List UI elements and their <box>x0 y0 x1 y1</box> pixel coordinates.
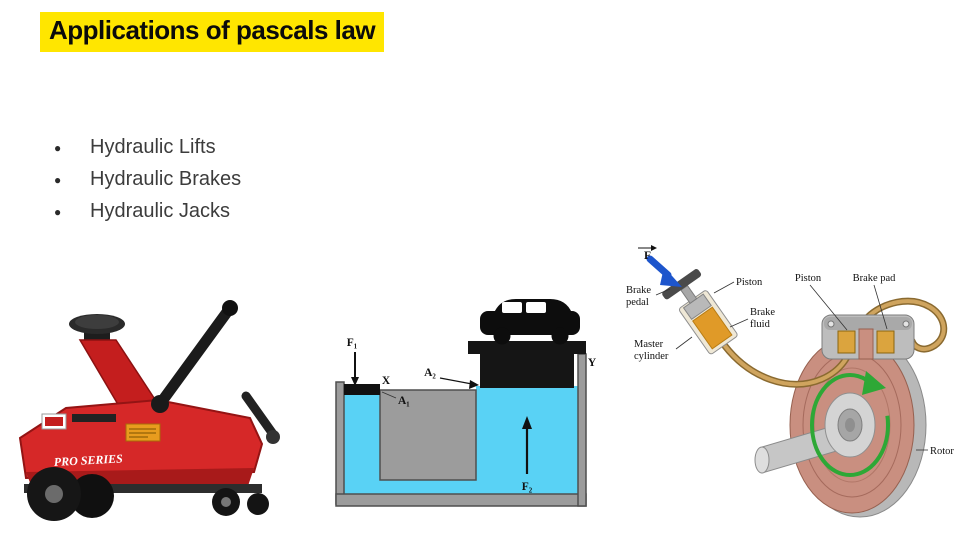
car-icon <box>480 299 580 345</box>
slide-title: Applications of pascals law <box>40 12 385 52</box>
label-a1: A₁ <box>398 395 410 407</box>
axle-shaft <box>754 392 876 474</box>
label-master-cylinder-1: Master <box>634 339 664 350</box>
label-brake-fluid-1: Brake <box>750 307 775 318</box>
bullet-text: Hydraulic Jacks <box>90 200 231 222</box>
hydraulic-lift-diagram: F₁ X A₁ A₂ Y F₂ <box>322 296 608 524</box>
large-piston <box>468 341 586 388</box>
label-f2: F₂ <box>522 481 533 493</box>
bullet-text: Hydraulic Lifts <box>90 136 216 158</box>
label-brake-fluid-2: fluid <box>750 319 771 330</box>
brake-pad-right <box>876 330 895 354</box>
master-cylinder <box>662 269 738 355</box>
label-force: F <box>644 250 651 262</box>
label-brake-pedal-2: pedal <box>626 297 649 308</box>
label-master-cylinder-2: cylinder <box>634 351 669 362</box>
brake-annotations: F Brake pedal Piston Brake fluid Master … <box>626 245 954 457</box>
rotor-between-pads <box>858 328 874 360</box>
jack-label: PRO SERIES <box>53 451 123 469</box>
brake-pad-left <box>837 330 856 354</box>
label-y: Y <box>588 357 597 369</box>
bullet-item: Hydraulic Jacks <box>52 195 241 228</box>
jack-wheels <box>27 467 269 521</box>
disc-brake-diagram: F Brake pedal Piston Brake fluid Master … <box>610 243 960 535</box>
lift-annotations: F₁ X A₁ A₂ Y F₂ <box>347 337 597 493</box>
label-rotor: Rotor <box>930 446 954 457</box>
hydraulic-jack-image: PRO SERIES <box>8 296 296 528</box>
force-arrow-icon <box>646 255 682 287</box>
label-brake-pad: Brake pad <box>853 273 897 284</box>
label-brake-pedal-1: Brake <box>626 285 651 296</box>
rotation-arrow-icon <box>810 371 890 477</box>
lift-fluid <box>344 386 578 498</box>
label-x: X <box>382 375 391 387</box>
label-piston-master: Piston <box>736 277 763 288</box>
label-piston-caliper: Piston <box>795 273 822 284</box>
bullet-text: Hydraulic Brakes <box>90 168 242 190</box>
jack-body: PRO SERIES <box>18 395 264 493</box>
brake-line <box>721 297 948 388</box>
bullet-item: Hydraulic Lifts <box>52 131 241 164</box>
bullet-list: Hydraulic Lifts Hydraulic Brakes Hydraul… <box>52 131 242 228</box>
bullet-item: Hydraulic Brakes <box>52 163 242 196</box>
label-f1: F₁ <box>347 337 357 349</box>
label-a2: A₂ <box>424 367 436 379</box>
brake-caliper <box>821 314 915 360</box>
small-piston <box>344 384 380 395</box>
lift-vessel <box>335 353 587 507</box>
